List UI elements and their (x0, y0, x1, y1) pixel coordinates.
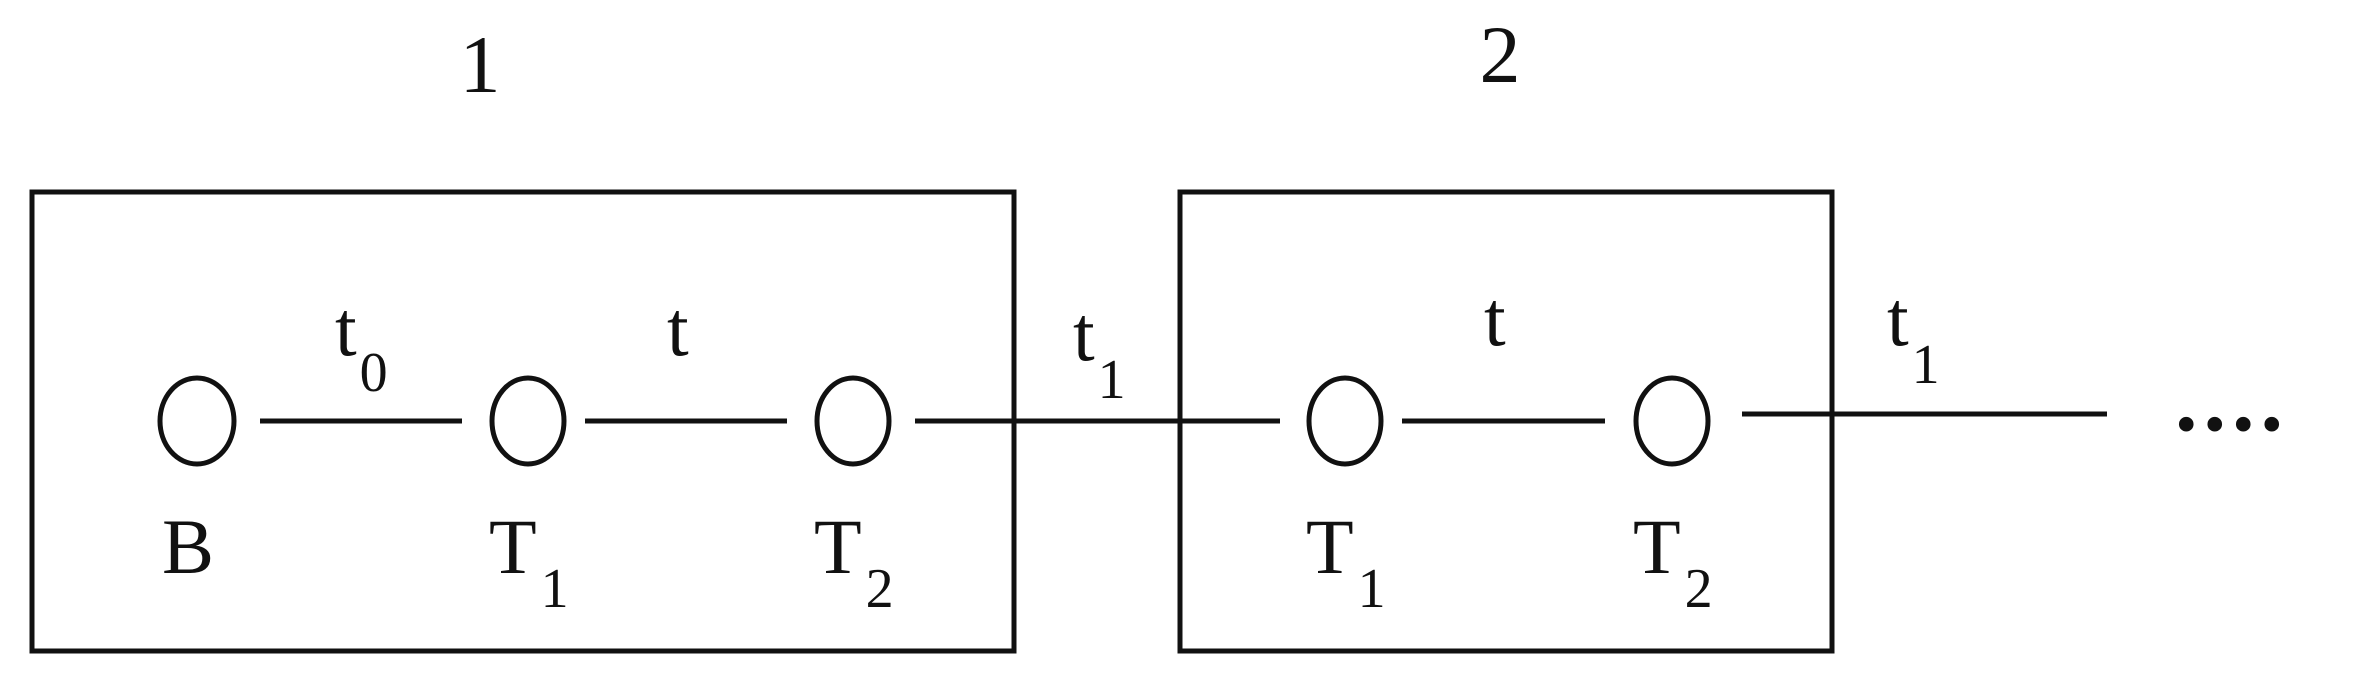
node-label-t2-cell2-sub: 2 (1685, 558, 1713, 620)
node-t2-cell1 (814, 375, 892, 467)
node-label-t2-cell2: T2 (1633, 503, 1713, 620)
bond-label-t0: t0 (335, 285, 388, 404)
bond-label-t-cell1-main: t (667, 285, 689, 372)
node-label-t1-cell2-sub: 1 (1358, 558, 1386, 620)
cell-1-number: 1 (460, 19, 501, 110)
node-b (157, 375, 237, 467)
node-label-b: B (162, 503, 214, 590)
cell-2-number: 2 (1480, 9, 1521, 100)
bond-label-t1-inter-main: t (1073, 290, 1095, 377)
node-label-t1-cell1-main: T (489, 503, 537, 590)
bond-label-t0-main: t (335, 285, 357, 372)
node-label-t1-cell2-main: T (1306, 503, 1354, 590)
continuation-dots: .... (2175, 351, 2289, 450)
bond-label-t1-outgoing: t1 (1887, 275, 1940, 396)
bond-label-t-cell1: t (667, 285, 689, 372)
node-label-t2-cell2-main: T (1633, 503, 1681, 590)
bond-label-t-cell2-main: t (1484, 275, 1506, 362)
bond-label-t-cell2: t (1484, 275, 1506, 362)
bond-label-t1-outgoing-sub: 1 (1912, 334, 1940, 396)
bond-label-t1-outgoing-main: t (1887, 275, 1909, 362)
node-t1-cell1 (489, 375, 567, 467)
node-t2-cell2 (1633, 375, 1711, 467)
node-label-t1-cell1-sub: 1 (541, 558, 569, 620)
node-t1-cell2 (1306, 375, 1384, 467)
bond-label-t0-sub: 0 (360, 342, 388, 404)
node-label-t1-cell2: T1 (1306, 503, 1386, 620)
node-label-t2-cell1: T2 (814, 503, 894, 620)
node-label-t2-cell1-main: T (814, 503, 862, 590)
node-label-b-main: B (162, 503, 214, 590)
node-label-t2-cell1-sub: 2 (866, 558, 894, 620)
bond-label-t1-inter-sub: 1 (1098, 349, 1126, 411)
bond-label-t1-inter: t1 (1073, 290, 1126, 411)
node-label-t1-cell1: T1 (489, 503, 569, 620)
